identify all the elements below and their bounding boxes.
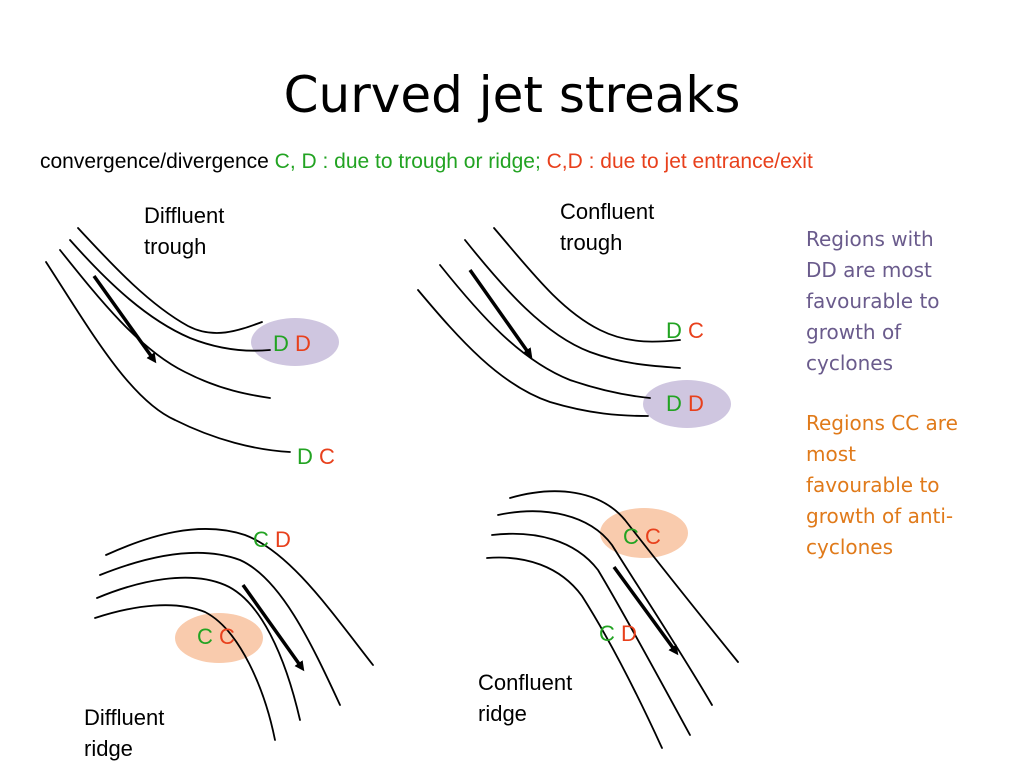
diffluent-trough-label: Diffluent trough [144, 200, 224, 262]
confluent-trough-arrow [468, 268, 533, 359]
confluent-trough-ellipse-pair: D D [666, 391, 704, 417]
diffluent-trough-ellipse-pair: D D [273, 331, 311, 357]
subtitle-green-text: C, D : due to trough or ridge; [274, 150, 547, 173]
pair-first-letter: D [273, 331, 289, 356]
cc-note-line: Regions CC are [806, 411, 958, 435]
pair-first-letter: C [253, 527, 269, 552]
pair-first-letter: C [599, 621, 615, 646]
pair-first-letter: D [297, 444, 313, 469]
confluent-trough-label: Confluent trough [560, 196, 654, 258]
diffluent-ridge-label-line2: ridge [84, 736, 133, 761]
confluent-ridge-label-line2: ridge [478, 701, 527, 726]
dd-note-line: DD are most [806, 258, 932, 282]
confluent-trough-streamlines [417, 227, 681, 417]
pair-first-letter: C [197, 624, 213, 649]
dd-ellipse-diffluent-trough [251, 318, 339, 366]
confluent-trough-label-line2: trough [560, 230, 623, 255]
pair-second-letter: D [621, 621, 637, 646]
dd-note-line: Regions with [806, 227, 934, 251]
diffluent-ridge-pair: C D [253, 527, 291, 553]
confluent-trough-pair: D C [666, 318, 704, 344]
confluent-trough-label-line1: Confluent [560, 199, 655, 224]
dd-ellipse-confluent-trough [643, 380, 731, 428]
confluent-ridge-label: Confluent ridge [478, 667, 572, 729]
diffluent-trough-pair: D C [297, 444, 335, 470]
pair-second-letter: C [219, 624, 235, 649]
cc-note-line: favourable to [806, 473, 940, 497]
cc-note-line: cyclones [806, 535, 894, 559]
pair-first-letter: D [666, 391, 682, 416]
dd-note: Regions with DD are most favourable to g… [806, 224, 940, 379]
dd-note-line: favourable to [806, 289, 940, 313]
pair-second-letter: D [295, 331, 311, 356]
diffluent-ridge-arrow [241, 583, 305, 672]
pair-second-letter: C [319, 444, 335, 469]
cc-note-line: growth of anti- [806, 504, 954, 528]
pair-first-letter: D [666, 318, 682, 343]
subtitle-black-text: convergence/divergence [40, 150, 275, 173]
page-title: Curved jet streaks [283, 66, 741, 124]
diffluent-ridge-streamlines [94, 528, 374, 741]
pair-first-letter: C [623, 524, 639, 549]
subtitle-red-text: C,D : due to jet entrance/exit [546, 150, 813, 173]
pair-second-letter: C [645, 524, 661, 549]
pair-second-letter: D [275, 527, 291, 552]
dd-note-line: cyclones [806, 351, 894, 375]
confluent-ridge-pair: C D [599, 621, 637, 647]
cc-note-line: most [806, 442, 856, 466]
diffluent-ridge-label: Diffluent ridge [84, 702, 164, 764]
dd-note-line: growth of [806, 320, 902, 344]
diffluent-trough-streamlines [45, 227, 291, 453]
pair-second-letter: D [688, 391, 704, 416]
confluent-ridge-ellipse-pair: C C [623, 524, 661, 550]
confluent-ridge-arrow [612, 565, 679, 656]
cc-note: Regions CC are most favourable to growth… [806, 408, 958, 563]
diffluent-trough-arrow [92, 274, 157, 364]
subtitle: convergence/divergence C, D : due to tro… [40, 150, 813, 174]
diffluent-trough-label-line2: trough [144, 234, 207, 259]
diffluent-ridge-ellipse-pair: C C [197, 624, 235, 650]
diffluent-trough-label-line1: Diffluent [144, 203, 225, 228]
diffluent-ridge-label-line1: Diffluent [84, 705, 165, 730]
confluent-ridge-label-line1: Confluent [478, 670, 573, 695]
pair-second-letter: C [688, 318, 704, 343]
confluent-ridge-streamlines [486, 490, 739, 749]
